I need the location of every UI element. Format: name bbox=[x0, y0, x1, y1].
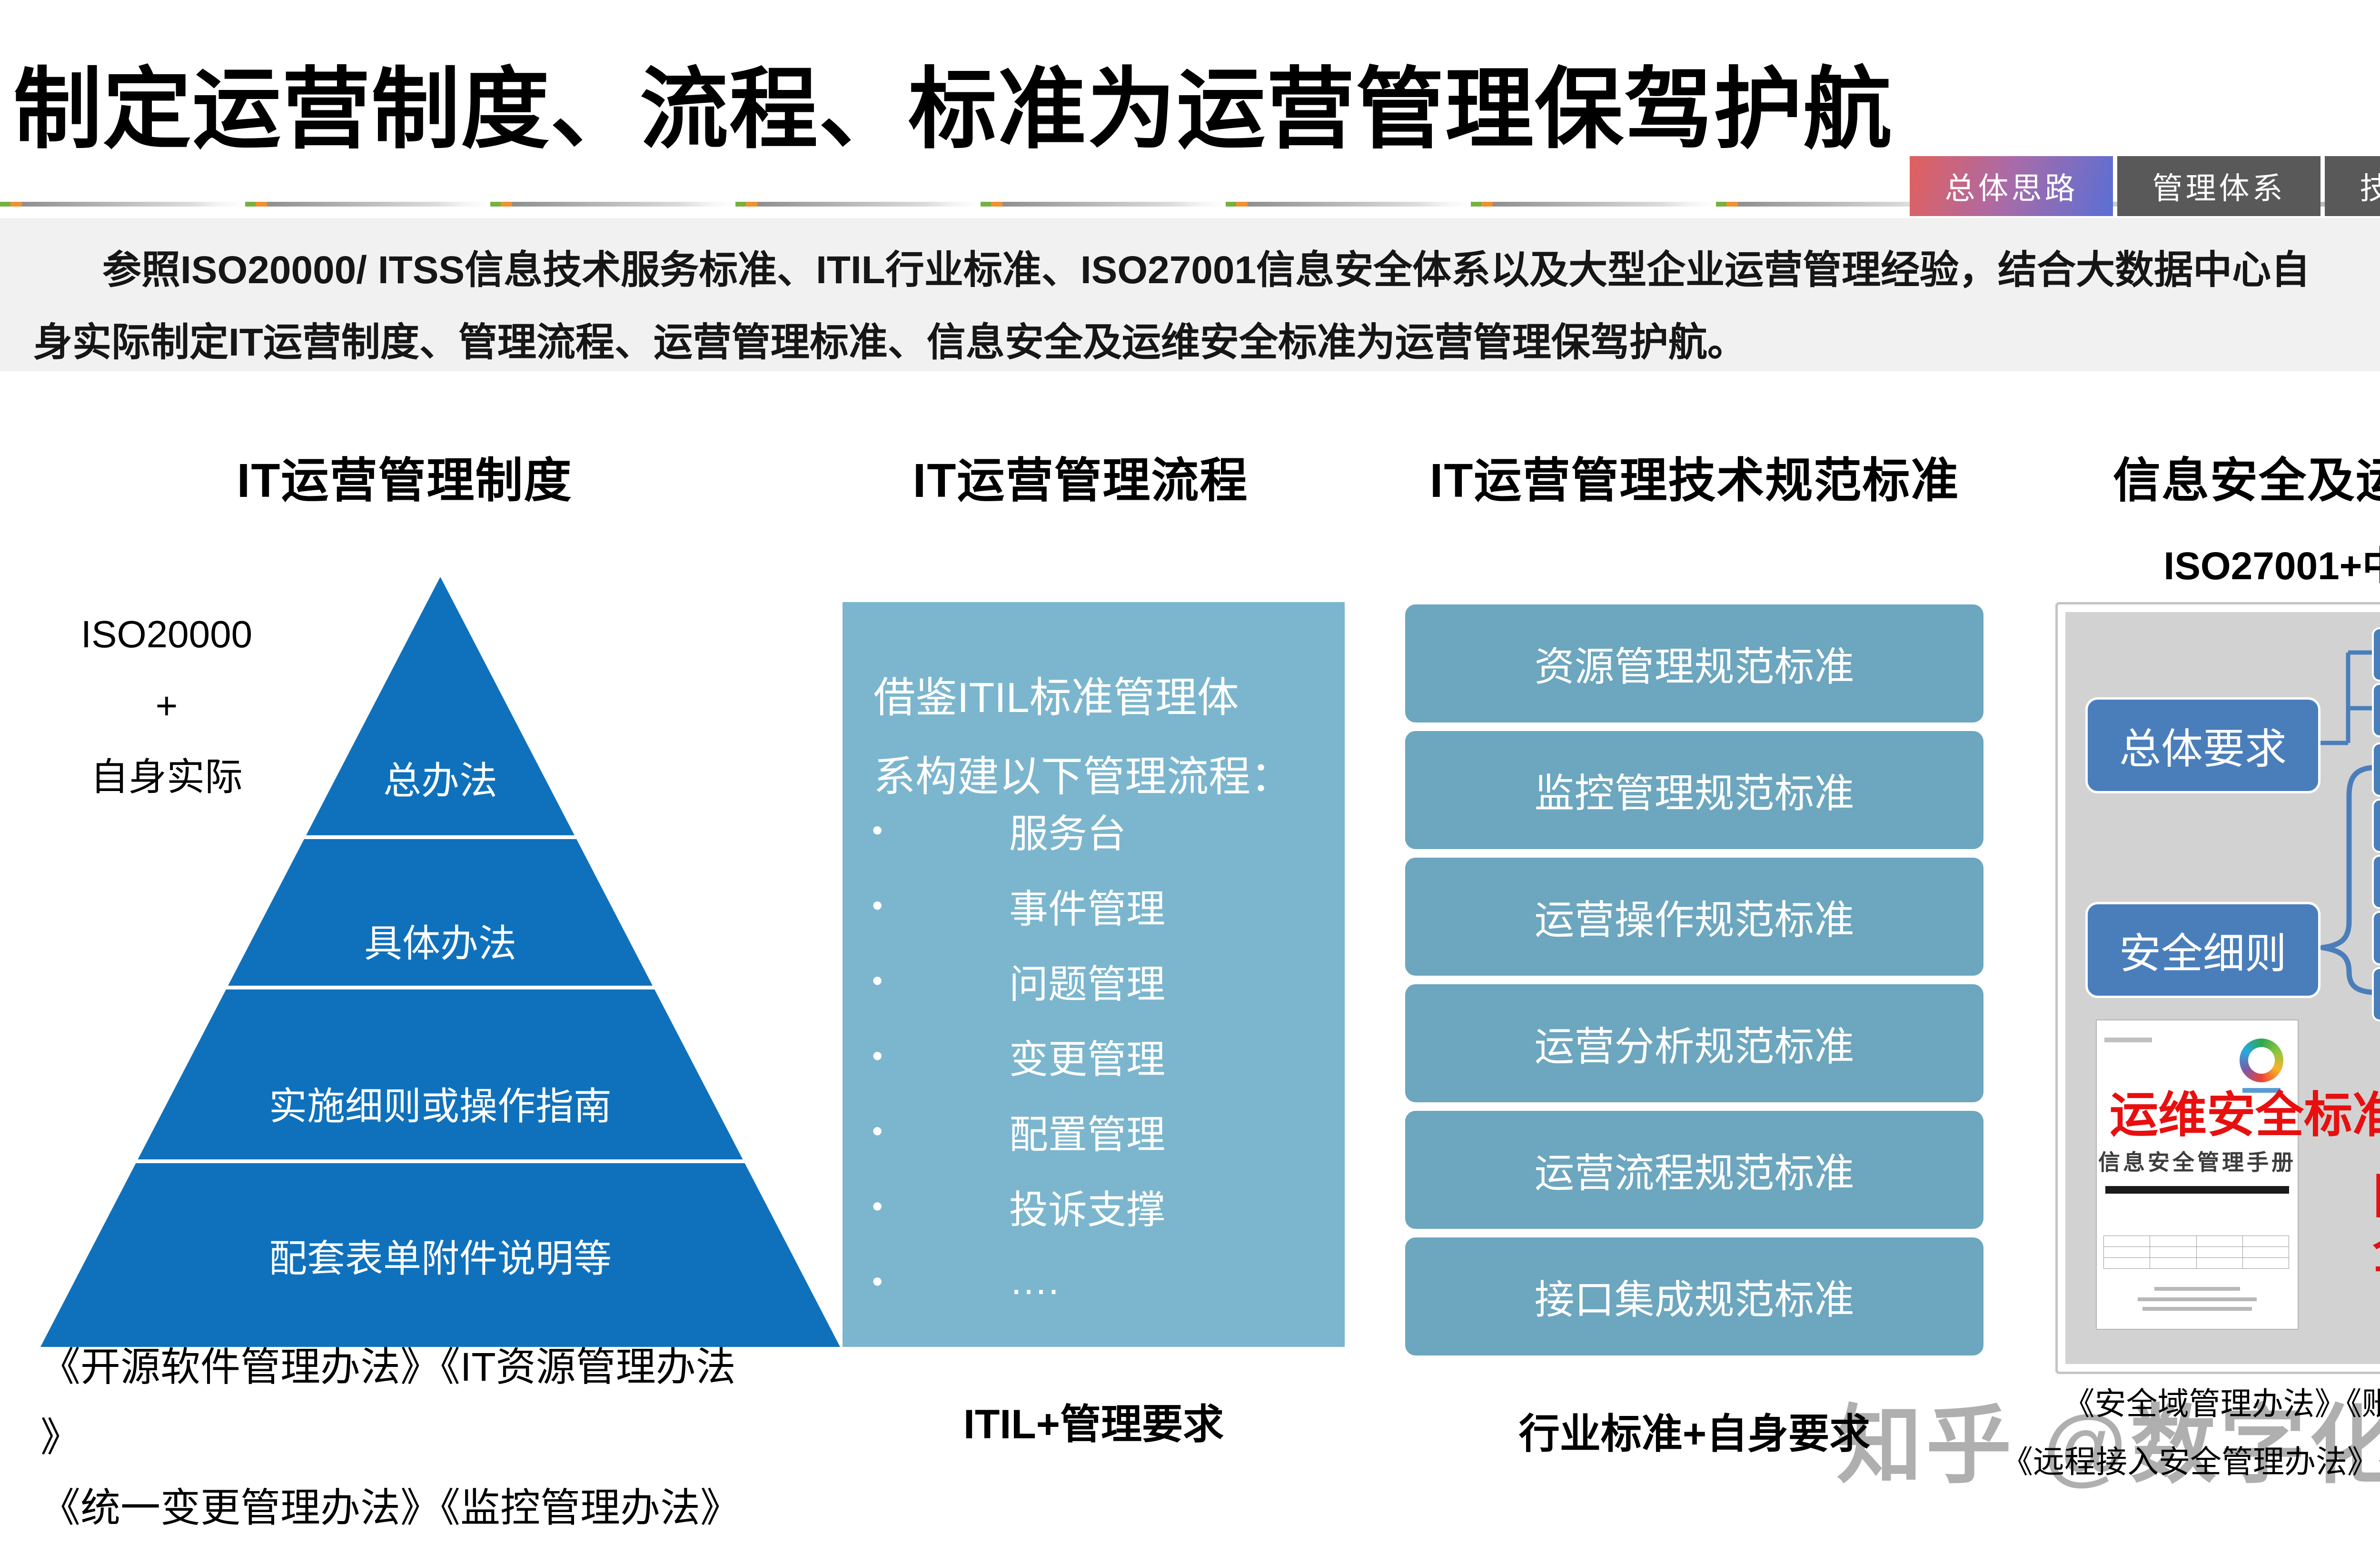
bullet-item: • 问题管理 bbox=[843, 943, 1345, 1018]
red-label-ops-security: 运维安全标准 bbox=[2110, 1088, 2380, 1142]
bullet-dot-icon: • bbox=[872, 1039, 883, 1073]
bullet-label: …. bbox=[1009, 1259, 1059, 1303]
bullet-dot-icon: • bbox=[872, 1189, 883, 1223]
intro-text: 参照ISO20000/ ITSS信息技术服务标准、ITIL行业标准、ISO270… bbox=[33, 234, 2380, 379]
process-bullet-list: • 服务台 • 事件管理 • 问题管理 • 变更管理 • 配置管理 • 投诉支撑 • …. bbox=[843, 792, 1345, 1319]
security-item: 安全设计原则 bbox=[2372, 683, 2380, 737]
tab-overall-approach[interactable]: 总体思路 bbox=[1910, 156, 2113, 216]
doc-footer-placeholder bbox=[2142, 1307, 2252, 1311]
standards-footer: 行业标准+自身要求 bbox=[1518, 1411, 1871, 1457]
node-overall-requirements: 总体要求 bbox=[2085, 697, 2320, 793]
doc-table-placeholder bbox=[2103, 1236, 2290, 1269]
bullet-label: 服务台 bbox=[1009, 812, 1127, 856]
pyramid-separator bbox=[40, 986, 840, 989]
bullet-dot-icon: • bbox=[872, 888, 883, 922]
red-label-network-security: 网络与信息安 全标准 bbox=[2373, 1168, 2380, 1279]
security-item: 数据安全 bbox=[2372, 911, 2380, 965]
security-item: 应用部署安全 bbox=[2372, 742, 2380, 797]
process-heading: 借鉴ITIL标准管理体 系构建以下管理流程： bbox=[873, 658, 1321, 816]
watermark: 知乎 @数字化方案大全 bbox=[1836, 1398, 2380, 1494]
process-box: 借鉴ITIL标准管理体 系构建以下管理流程： • 服务台 • 事件管理 • 问题管理 … bbox=[843, 602, 1345, 1347]
decorative-divider bbox=[0, 202, 2380, 207]
doc-thumbnail-manual: 信息安全管理手册 bbox=[2096, 1019, 2299, 1330]
security-subtitle: ISO27001+中心安全要求 bbox=[2163, 544, 2380, 588]
column-title-process: IT运营管理流程 bbox=[912, 454, 1249, 507]
pyramid-level-label: 配套表单附件说明等 bbox=[269, 1237, 612, 1280]
intro-line: 参照ISO20000/ ITSS信息技术服务标准、ITIL行业标准、ISO270… bbox=[102, 248, 2311, 292]
bullet-dot-icon: • bbox=[872, 963, 883, 998]
red-label-line: 全标准 bbox=[2373, 1224, 2380, 1279]
bullet-label: 投诉支撑 bbox=[1009, 1188, 1166, 1232]
process-heading-line: 借鉴ITIL标准管理体 bbox=[873, 674, 1239, 721]
page-title: 制定运营制度、流程、标准为运营管理保驾护航 bbox=[13, 60, 1893, 159]
tab-management-system[interactable]: 管理体系 bbox=[2117, 156, 2320, 216]
column-title-security: 信息安全及运维安全标准 bbox=[2113, 454, 2380, 507]
bullet-dot-icon: • bbox=[872, 1114, 883, 1148]
security-policy-list: 《安全域管理办法》《账号口令管理办法》 《远程接入安全管理办法》《互联网安全管理… bbox=[2002, 1375, 2380, 1491]
security-item: 用户权限 bbox=[2372, 855, 2380, 909]
logo-caption-placeholder bbox=[2242, 1088, 2281, 1093]
node-security-details: 安全细则 bbox=[2085, 902, 2320, 998]
pyramid-note: ISO20000 + 自身实际 bbox=[62, 599, 271, 813]
bullet-item: • 配置管理 bbox=[843, 1093, 1345, 1168]
standard-box: 运营分析规范标准 bbox=[1405, 984, 1983, 1102]
bullet-dot-icon: • bbox=[872, 1264, 883, 1298]
colorful-ring-logo-icon bbox=[2240, 1039, 2283, 1082]
policy-line: 《统一变更管理办法》《监控管理办法》 bbox=[40, 1485, 741, 1530]
security-panel: 总体要求 安全细则 架构安全要求 安全设计原则 应用部署安全 编码安全 用户权限… bbox=[2055, 602, 2380, 1374]
connector-lines bbox=[2320, 650, 2375, 995]
pyramid-level-label: 实施细则或操作指南 bbox=[269, 1085, 612, 1128]
pyramid-note-line: + bbox=[155, 684, 178, 727]
pyramid-level-label: 总办法 bbox=[383, 760, 497, 802]
standard-box: 运营流程规范标准 bbox=[1405, 1111, 1983, 1229]
process-footer: ITIL+管理要求 bbox=[963, 1402, 1224, 1447]
bullet-item: • 服务台 bbox=[843, 792, 1345, 868]
bullet-label: 问题管理 bbox=[1009, 962, 1166, 1006]
bullet-label: 事件管理 bbox=[1009, 887, 1166, 931]
pyramid-separator bbox=[40, 1159, 840, 1163]
intro-line: 身实际制定IT运营制度、管理流程、运营管理标准、信息安全及运维安全标准为运营管理… bbox=[33, 321, 1746, 364]
standard-box: 监控管理规范标准 bbox=[1405, 731, 1983, 849]
doc-code-placeholder bbox=[2104, 1038, 2152, 1042]
bullet-item: • 投诉支撑 bbox=[843, 1168, 1345, 1244]
intro-band bbox=[0, 218, 2380, 371]
bullet-item: • 事件管理 bbox=[843, 868, 1345, 943]
pyramid-separator bbox=[40, 835, 840, 839]
standard-box: 资源管理规范标准 bbox=[1405, 604, 1983, 722]
bullet-item: • 变更管理 bbox=[843, 1018, 1345, 1093]
standard-box: 接口集成规范标准 bbox=[1405, 1237, 1983, 1355]
standard-box: 运营操作规范标准 bbox=[1405, 858, 1983, 976]
security-item: 架构安全要求 bbox=[2372, 627, 2380, 682]
column-title-institution: IT运营管理制度 bbox=[237, 454, 573, 507]
tab-technical-system[interactable]: 技术体系 bbox=[2325, 156, 2380, 216]
doc-footer-placeholder bbox=[2138, 1297, 2257, 1301]
column-title-tech-standards: IT运营管理技术规范标准 bbox=[1429, 454, 1960, 507]
pyramid-note-line: ISO20000 bbox=[80, 613, 253, 655]
doc-footer-placeholder bbox=[2154, 1287, 2240, 1291]
tab-bar: 总体思路 管理体系 技术体系 演进方向 bbox=[1910, 156, 2380, 216]
doc-divider-bar bbox=[2105, 1186, 2289, 1194]
doc-title: 信息安全管理手册 bbox=[2098, 1150, 2296, 1175]
security-policy-line: 《安全域管理办法》《账号口令管理办法》 bbox=[2063, 1386, 2380, 1421]
policy-line: 》 bbox=[40, 1415, 81, 1460]
security-item: 编码安全 bbox=[2372, 799, 2380, 853]
policy-line: 《开源软件管理办法》《IT资源管理办法 bbox=[40, 1345, 736, 1389]
institution-policy-list: 《开源软件管理办法》《IT资源管理办法 》 《统一变更管理办法》《监控管理办法》 bbox=[40, 1332, 850, 1543]
red-label-line: 网络与信息安 bbox=[2373, 1168, 2380, 1224]
bullet-label: 配置管理 bbox=[1009, 1113, 1166, 1157]
pyramid-level-label: 具体办法 bbox=[364, 922, 516, 965]
bullet-dot-icon: • bbox=[872, 813, 883, 847]
bullet-label: 变更管理 bbox=[1009, 1038, 1166, 1081]
security-item: 接口安全 bbox=[2372, 967, 2380, 1021]
process-heading-line: 系构建以下管理流程： bbox=[873, 753, 1293, 800]
bullet-item: • …. bbox=[843, 1244, 1345, 1319]
security-policy-line: 《远程接入安全管理办法》《互联网安全管理办法》 bbox=[2002, 1444, 2380, 1479]
pyramid-note-line: 自身实际 bbox=[90, 756, 243, 798]
